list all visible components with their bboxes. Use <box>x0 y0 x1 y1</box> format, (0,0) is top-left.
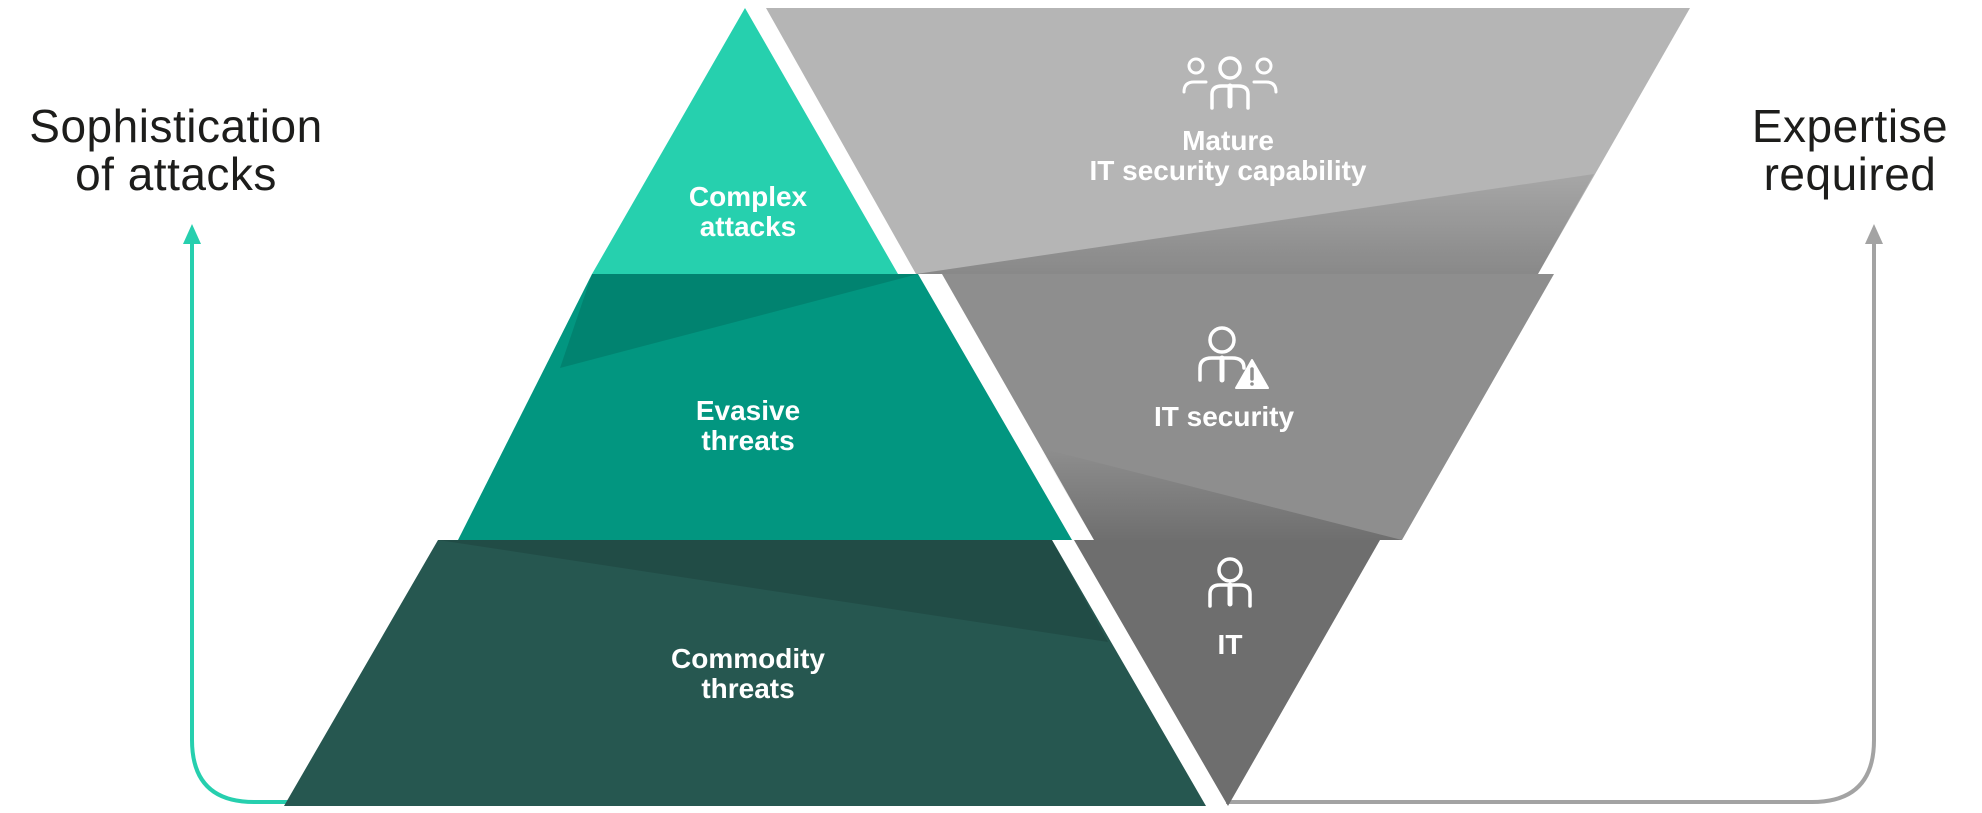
person-icon <box>1208 557 1252 608</box>
pyramid-middle-label-line2: threats <box>701 425 794 456</box>
pyramid-level-top <box>592 8 898 274</box>
right-axis-label: Expertise required <box>1720 102 1980 198</box>
inverted-top-label-line2: IT security capability <box>1090 155 1367 186</box>
inverted-top-label-line1: Mature <box>1182 125 1274 156</box>
inverted-level-top <box>766 8 1690 274</box>
pyramid-top-label-line1: Complex <box>689 181 808 212</box>
pyramid <box>284 8 1206 806</box>
right-axis-label-line2: required <box>1763 148 1937 200</box>
left-axis-arrow <box>183 224 288 804</box>
right-axis-arrow <box>1226 224 1883 804</box>
left-axis-label-line1: Sophistication <box>29 100 323 152</box>
inverted-bottom-label: IT <box>1218 629 1243 660</box>
right-axis-label-line1: Expertise <box>1751 100 1949 152</box>
pyramid-top-label-line2: attacks <box>700 211 797 242</box>
pyramid-middle-label-line1: Evasive <box>696 395 800 426</box>
inverted-level-bottom <box>1074 540 1380 806</box>
pyramid-level-bottom <box>284 540 1206 806</box>
left-axis-label-line2: of attacks <box>75 148 277 200</box>
left-axis-label: Sophistication of attacks <box>6 102 346 198</box>
inverted-pyramid <box>766 8 1690 806</box>
pyramid-bottom-label-line1: Commodity <box>671 643 825 674</box>
inverted-level-middle <box>942 274 1554 540</box>
team-icon <box>1182 56 1278 110</box>
security-person-icon <box>1198 326 1269 389</box>
inverted-middle-label: IT security <box>1154 401 1294 432</box>
pyramid-level-middle <box>458 274 1072 540</box>
pyramid-bottom-label-line2: threats <box>701 673 794 704</box>
